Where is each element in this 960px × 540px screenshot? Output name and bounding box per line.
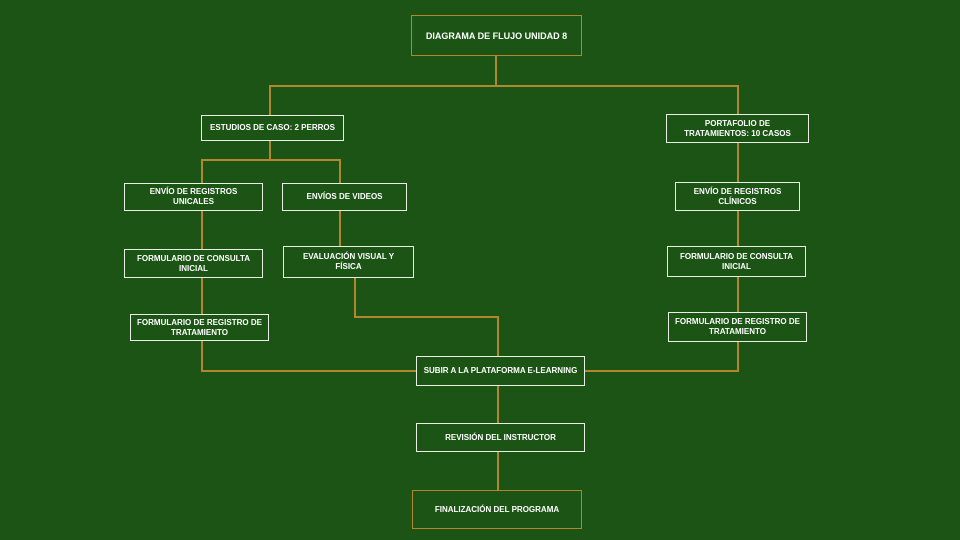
edge-title-to-case-studies	[269, 56, 497, 115]
node-portfolio: PORTAFOLIO DE TRATAMIENTOS: 10 CASOS	[666, 114, 809, 143]
edge-treatment-form-right-to-upload	[585, 342, 739, 372]
node-treatment-form-left: FORMULARIO DE REGISTRO DE TRATAMIENTO	[130, 314, 269, 341]
node-consult-form-left: FORMULARIO DE CONSULTA INICIAL	[124, 249, 263, 278]
node-case-studies: ESTUDIOS DE CASO: 2 PERROS	[201, 115, 344, 141]
node-consult-form-right: FORMULARIO DE CONSULTA INICIAL	[667, 246, 806, 277]
node-finish: FINALIZACIÓN DEL PROGRAMA	[412, 490, 582, 529]
node-upload: SUBIR A LA PLATAFORMA E-LEARNING	[416, 356, 585, 386]
node-treatment-form-right: FORMULARIO DE REGISTRO DE TRATAMIENTO	[668, 312, 807, 342]
edge-treatment-form-left-to-upload	[201, 341, 416, 372]
node-review: REVISIÓN DEL INSTRUCTOR	[416, 423, 585, 452]
edge-case-studies-to-send-records-left	[201, 141, 271, 183]
edge-case-studies-to-send-videos	[270, 159, 341, 183]
node-send-records-right: ENVÍO DE REGISTROS CLÍNICOS	[675, 182, 800, 211]
node-visual-eval: EVALUACIÓN VISUAL Y FÍSICA	[283, 246, 414, 278]
node-send-records-left: ENVÍO DE REGISTROS UNICALES	[124, 183, 263, 211]
node-title: DIAGRAMA DE FLUJO UNIDAD 8	[411, 15, 582, 56]
edge-title-to-portfolio	[496, 85, 739, 114]
edge-visual-eval-to-upload	[354, 278, 499, 356]
node-send-videos: ENVÍOS DE VIDEOS	[282, 183, 407, 211]
